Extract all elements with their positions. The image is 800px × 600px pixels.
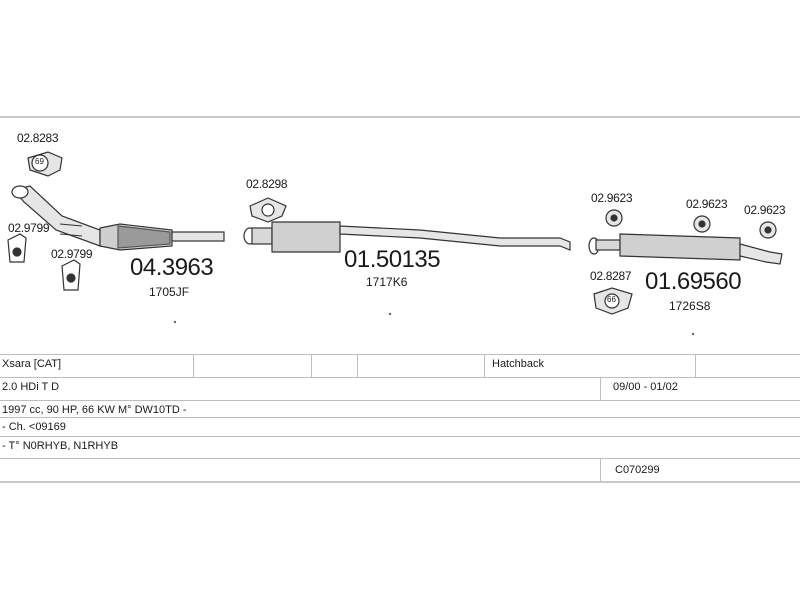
part-number-middle: 01.50135 [344,246,441,273]
engine-spec: 1997 cc, 90 HP, 66 KW M° DW10TD - [2,404,187,416]
column-divider [484,355,485,377]
part-code-clamp-a: 02.8283 [17,131,59,145]
hanger-icon [61,259,81,291]
front-pipe-icon [11,185,225,251]
production-period: 09/00 - 01/02 [613,381,678,393]
part-code-rubber-c: 02.9623 [744,203,786,217]
reference-code: C070299 [615,464,660,476]
rubber-mount-icon [605,209,623,227]
part-sub-middle: 1717K6 [366,275,408,289]
column-divider [695,355,696,377]
part-number-front: 04.3963 [130,254,214,281]
vehicle-spec-table: Xsara [CAT] Hatchback 2.0 HDi T D 09/00 … [0,354,800,483]
clamp-icon [249,197,287,223]
rear-silencer-icon [588,233,783,265]
clamp-badge-c: 66 [607,295,616,304]
table-row: Xsara [CAT] Hatchback [0,354,800,377]
column-divider [193,355,194,377]
part-sub-rear: 1726S8 [669,299,711,313]
part-sub-front: 1705JF [149,285,190,299]
hanger-icon [7,233,27,263]
body-type: Hatchback [492,358,544,370]
table-row: 1997 cc, 90 HP, 66 KW M° DW10TD - [0,400,800,417]
column-divider [600,459,601,481]
table-row: - Ch. <09169 [0,417,800,436]
part-code-mount-a: 02.9799 [8,221,50,235]
middle-pipe-icon [243,221,571,253]
part-code-rubber-b: 02.9623 [686,197,728,211]
table-row: - T° N0RHYB, N1RHYB [0,436,800,458]
part-code-clamp-c: 02.8287 [590,269,632,283]
column-divider [600,378,601,400]
rubber-mount-icon [759,221,777,239]
rubber-mount-icon [693,215,711,233]
vehicle-model: Xsara [CAT] [2,358,62,370]
engine: 2.0 HDi T D [2,381,60,393]
clamp-icon [27,151,63,177]
table-row: 2.0 HDi T D 09/00 - 01/02 [0,377,800,400]
part-code-rubber-a: 02.9623 [591,191,633,205]
part-code-clamp-b: 02.8298 [246,177,288,191]
column-divider [357,355,358,377]
exhaust-diagram: 02.8283 69 02.9799 02.9799 04.3963 1705J… [0,118,800,354]
column-divider [311,355,312,377]
part-number-rear: 01.69560 [645,268,742,295]
part-code-mount-b: 02.9799 [51,247,93,261]
clamp-badge-a: 69 [35,157,44,166]
type-codes: - T° N0RHYB, N1RHYB [2,440,119,452]
table-row: C070299 [0,458,800,483]
clamp-icon [593,287,633,315]
top-divider [0,116,800,118]
chassis-code: - Ch. <09169 [2,421,66,433]
exhaust-drawing [7,151,783,336]
